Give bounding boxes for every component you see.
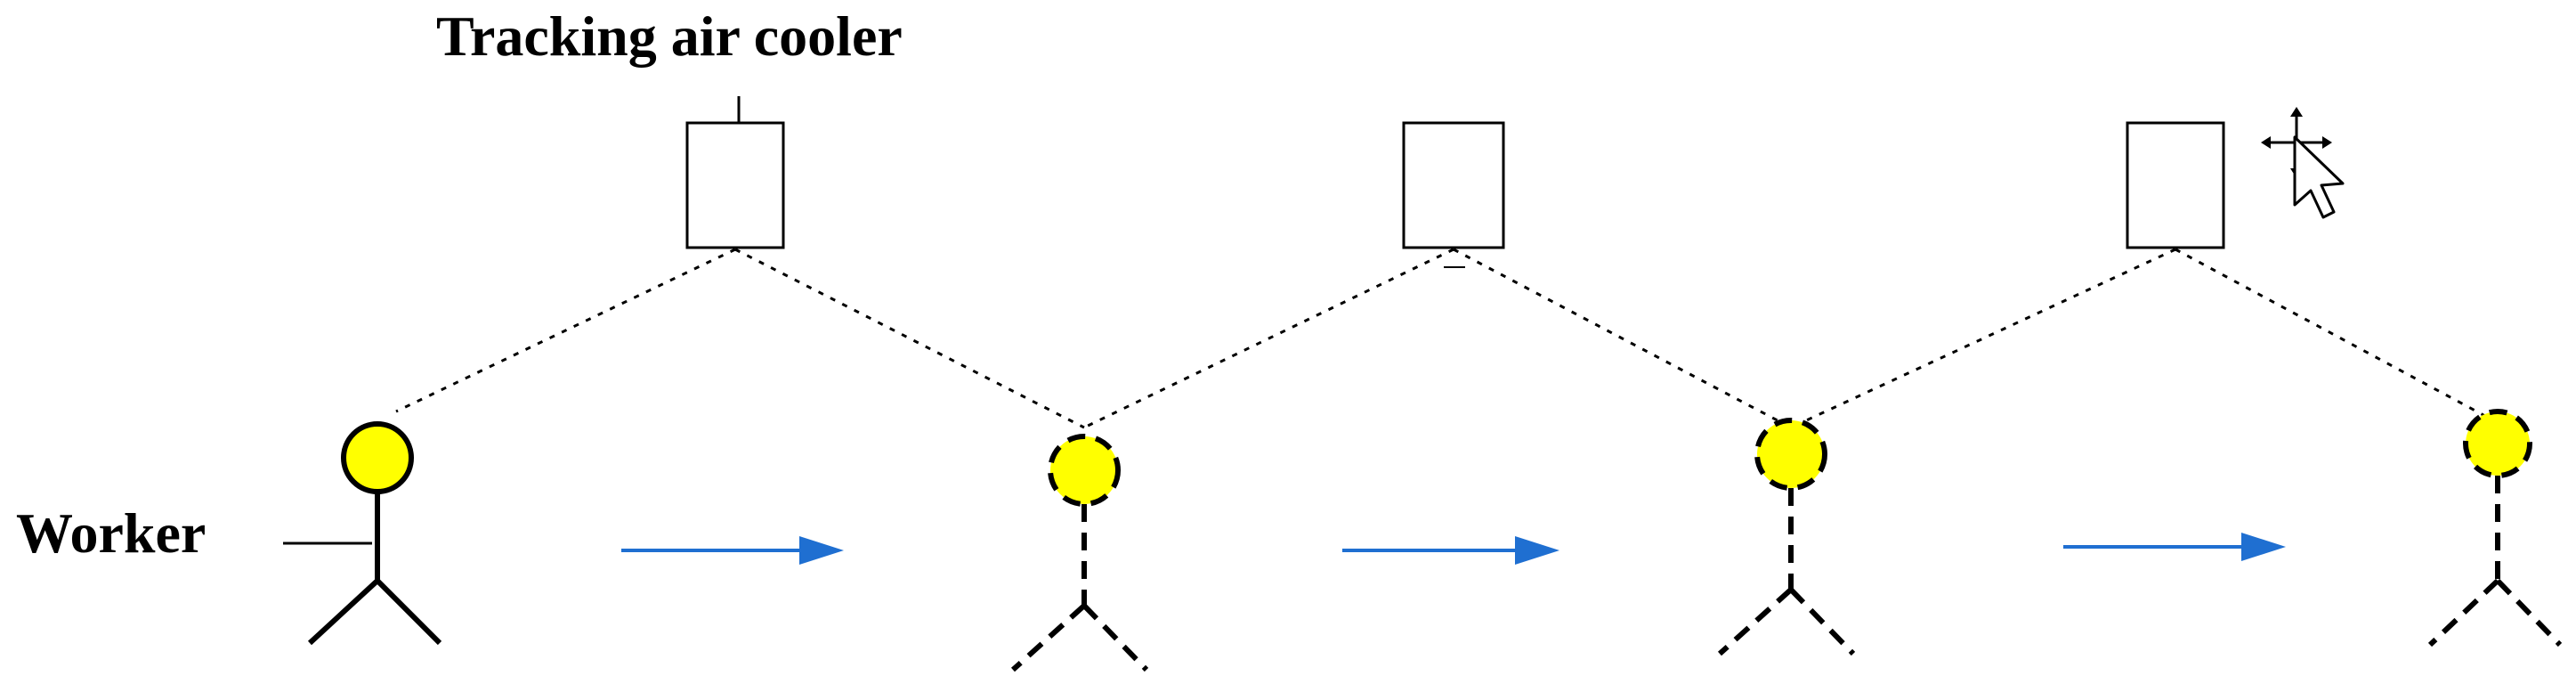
worker-figure-3: [1717, 418, 1856, 656]
worker-head: [1048, 434, 1121, 507]
airflow-line: [395, 248, 736, 413]
airflow-line: [1790, 248, 2176, 429]
movement-arrow-1: [621, 536, 844, 565]
move-cursor-icon[interactable]: [2261, 107, 2345, 219]
worker-figure-2: [1010, 434, 1149, 672]
worker-figure-1: [307, 421, 442, 646]
movement-arrow-2: [1342, 536, 1559, 565]
airflow-lines: [395, 248, 2507, 429]
air-cooler-3: [2126, 121, 2225, 249]
cooler-label: Tracking air cooler: [436, 4, 903, 68]
airflow-line: [2175, 248, 2507, 429]
airflow-line: [734, 248, 1085, 429]
airflow-line: [1083, 248, 1454, 429]
worker-head: [1754, 418, 1827, 491]
movement-arrow-3: [2063, 533, 2286, 561]
worker-head: [341, 421, 414, 494]
air-cooler-1: [685, 121, 785, 249]
airflow-line: [1453, 248, 1792, 429]
worker-figure-4: [2427, 409, 2563, 647]
worker-label: Worker: [16, 501, 206, 565]
worker-head: [2463, 409, 2532, 478]
air-cooler-2: [1402, 121, 1505, 268]
